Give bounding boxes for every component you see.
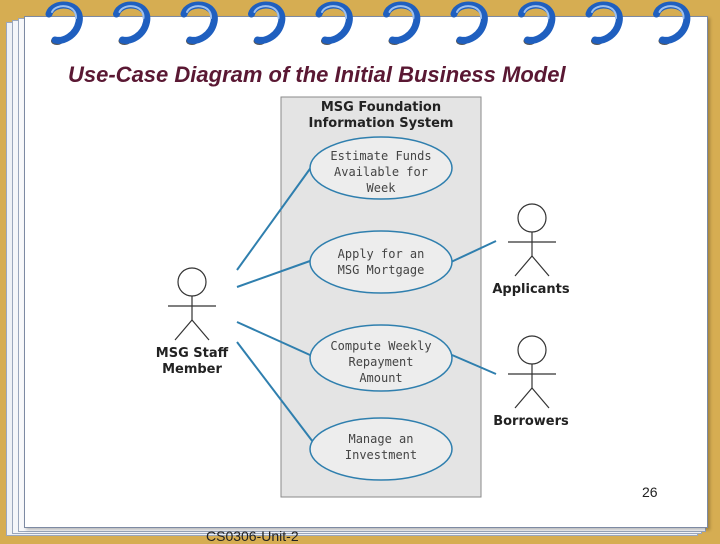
ring-highlight: [321, 5, 348, 19]
ring-loop: [585, 1, 623, 44]
footer-text: CS0306-Unit-2: [206, 528, 299, 544]
binder-ring: [518, 1, 556, 45]
actor-label: Applicants: [492, 282, 570, 297]
binder-ring: [113, 1, 151, 45]
binder-ring: [653, 1, 691, 45]
page-number: 26: [642, 484, 658, 500]
association-line: [236, 260, 311, 288]
actor-leg: [531, 387, 550, 409]
ring-loop: [450, 1, 488, 44]
association-line: [236, 165, 313, 271]
ring-highlight: [118, 5, 145, 19]
actor-head: [517, 203, 547, 233]
ring-highlight: [253, 5, 280, 19]
ring-loop: [653, 1, 691, 44]
actor-msg-staff-member: [168, 267, 216, 341]
ring-loop: [518, 1, 556, 44]
use-case-label: Week: [367, 181, 397, 195]
binder-rings: [45, 1, 691, 45]
association-line: [450, 240, 497, 263]
ring-highlight: [523, 5, 550, 19]
binder-ring: [383, 1, 421, 45]
binder-ring: [248, 1, 286, 45]
ring-highlight: [591, 5, 618, 19]
ring-highlight: [51, 5, 78, 19]
ring-loop: [383, 1, 421, 44]
use-case-label: Compute Weekly: [330, 339, 431, 353]
ring-highlight: [388, 5, 415, 19]
actor-label: Member: [162, 362, 222, 377]
ring-loop: [45, 1, 83, 44]
use-case-label: Apply for an: [338, 247, 425, 261]
use-case-ellipse: [309, 136, 453, 200]
actor-leg: [531, 255, 550, 277]
system-title-line-2: Information System: [309, 116, 454, 131]
association-line: [236, 321, 311, 356]
ring-loop: [113, 1, 151, 44]
actor-borrowers: [508, 335, 556, 409]
ring-loop: [180, 1, 218, 44]
use-case-label: Available for: [334, 165, 428, 179]
use-case-label: Amount: [359, 371, 402, 385]
binder-ring: [180, 1, 218, 45]
actor-leg: [174, 319, 193, 341]
actor-applicants: [508, 203, 556, 277]
use-case-label: Estimate Funds: [330, 149, 431, 163]
actor-label: Borrowers: [493, 414, 569, 429]
use-case-ellipse: [309, 230, 453, 294]
use-case-label: Investment: [345, 448, 417, 462]
association-line: [451, 354, 497, 375]
use-case-apply-mortgage: Apply for an MSG Mortgage: [309, 230, 453, 294]
actor-leg: [514, 387, 533, 409]
actor-label: MSG Staff: [156, 346, 229, 361]
ring-loop: [315, 1, 353, 44]
ring-loop: [248, 1, 286, 44]
ring-highlight: [186, 5, 213, 19]
use-case-label: Manage an: [348, 432, 413, 446]
binder-ring: [45, 1, 83, 45]
use-case-label: MSG Mortgage: [338, 263, 425, 277]
binder-ring: [315, 1, 353, 45]
use-case-ellipse: [309, 324, 453, 392]
use-case-label: Repayment: [348, 355, 413, 369]
use-case-manage-investment: Manage an Investment: [309, 417, 453, 481]
use-case-estimate-funds: Estimate Funds Available for Week: [309, 136, 453, 200]
actor-leg: [514, 255, 533, 277]
actor-leg: [191, 319, 210, 341]
system-title-line-1: MSG Foundation: [321, 100, 441, 115]
use-case-ellipse: [309, 417, 453, 481]
associations: [236, 165, 497, 443]
actor-head: [177, 267, 207, 297]
use-case-compute-repayment: Compute Weekly Repayment Amount: [309, 324, 453, 392]
ring-highlight: [658, 5, 685, 19]
binder-ring: [585, 1, 623, 45]
ring-highlight: [456, 5, 483, 19]
actor-head: [517, 335, 547, 365]
association-line: [236, 341, 314, 443]
binder-ring: [450, 1, 488, 45]
slide-title: Use-Case Diagram of the Initial Business…: [68, 62, 566, 87]
